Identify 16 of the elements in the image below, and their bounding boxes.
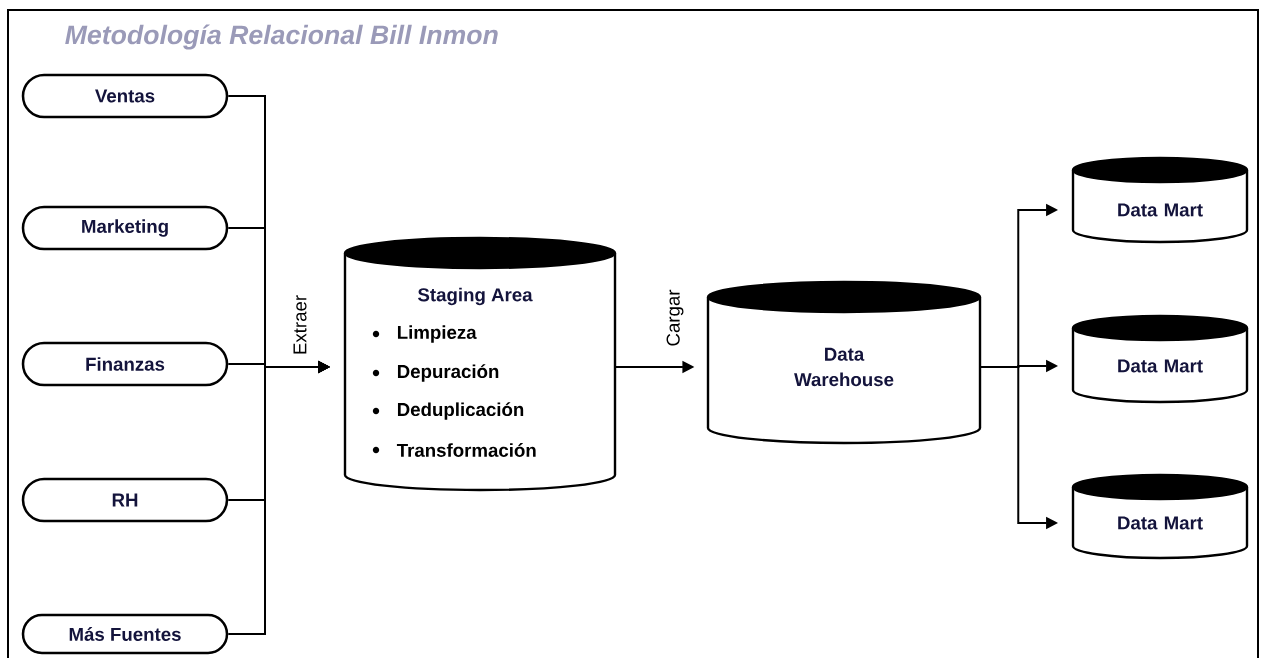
edge-label: Extraer	[292, 293, 308, 357]
source-pill: Finanzas	[21, 341, 229, 387]
edge-label: Cargar	[665, 288, 685, 348]
node-label: Data Mart	[1118, 359, 1203, 373]
database-cylinder: Data Mart	[1071, 314, 1249, 404]
source-pill: Marketing	[21, 205, 229, 251]
database-cylinder: Data Mart	[1071, 473, 1249, 560]
database-cylinder: Data Warehouse	[706, 280, 982, 445]
source-pill: RH	[21, 477, 229, 523]
node-label: Data Mart	[1118, 203, 1203, 217]
database-cylinder: Data Mart	[1071, 156, 1249, 244]
node-label: Data Mart	[1118, 516, 1203, 530]
database-cylinder: Staging Area Limpieza Depuración Deduplicación Transformación	[343, 236, 617, 492]
title: Metodología Relacional Bill Inmon	[65, 24, 498, 50]
source-pill: Más Fuentes	[21, 613, 229, 655]
source-pill: Ventas	[21, 73, 229, 119]
